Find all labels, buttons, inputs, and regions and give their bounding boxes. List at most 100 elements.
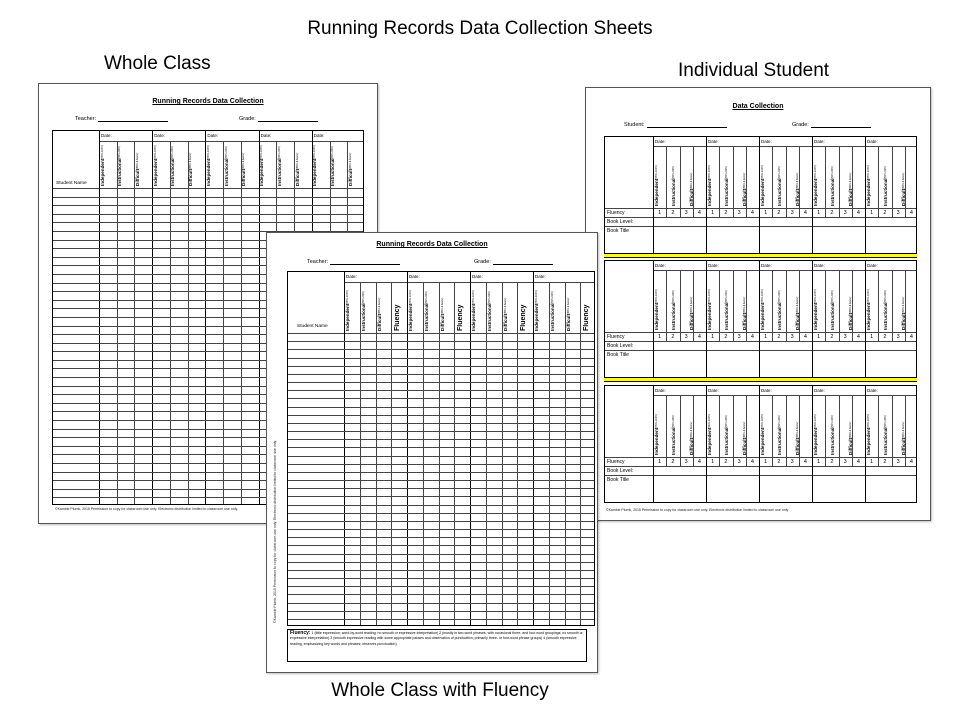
date-label: Date:: [655, 263, 666, 268]
column-line: [666, 146, 668, 217]
group-divider: [759, 137, 760, 253]
student-row-line: [288, 594, 594, 596]
column-range: (89% & below): [440, 297, 444, 314]
student-row-line: [288, 578, 594, 579]
column-range: (95%-100%): [813, 413, 817, 428]
column-name: Independent: [706, 302, 712, 330]
column-name: Instructional: [223, 158, 229, 186]
fluency-score: 3: [896, 333, 900, 340]
column-header-label: Instructional(90%-94%): [671, 397, 677, 455]
column-range: (90%-94%): [725, 414, 729, 428]
column-name: Difficult: [134, 168, 140, 186]
column-name: Instructional: [724, 178, 730, 206]
column-header-label: Independent(95%-100%): [471, 284, 477, 331]
column-line: [745, 395, 747, 466]
group-divider: [706, 386, 707, 502]
fluency-score: 3: [843, 209, 847, 216]
column-header-label: Difficult(89% & below): [188, 143, 194, 186]
sheet-title: Running Records Data Collection: [376, 241, 488, 248]
fluency-score: 3: [737, 333, 741, 340]
header-bottom-line: [605, 332, 916, 333]
column-range: (90%-94%): [672, 289, 676, 303]
column-range: (95%-100%): [654, 164, 658, 179]
book-title-label: Book Title: [607, 477, 629, 483]
student-row-line: [288, 618, 594, 620]
student-row-line: [53, 213, 363, 215]
fluency-score: 3: [737, 458, 741, 465]
column-line: [904, 395, 906, 466]
date-label: Date:: [655, 139, 666, 144]
student-row-line: [288, 512, 594, 514]
column-name: Independent: [759, 427, 765, 455]
student-row-line: [53, 299, 363, 301]
fluency-score: 2: [671, 333, 675, 340]
student-row-line: [53, 471, 363, 473]
book-level-label: Book Level:: [607, 468, 634, 474]
fluency-score: 4: [750, 209, 754, 216]
column-header-label: Instructional(90%-94%): [724, 148, 730, 206]
group-divider: [653, 261, 654, 377]
date-row-line: [653, 270, 916, 271]
student-row-line: [288, 569, 594, 571]
column-header-label: Independent(95%-100%): [760, 272, 766, 330]
column-line: [692, 146, 694, 217]
fluency-score: 2: [883, 209, 887, 216]
column-name: Independent: [653, 178, 659, 206]
column-line: [223, 141, 225, 504]
student-name-header: Student Name: [297, 324, 328, 329]
column-name: Independent: [408, 303, 413, 331]
group-divider: [865, 261, 866, 377]
column-line: [240, 141, 242, 504]
fluency-score: 1: [764, 209, 768, 216]
fluency-score: 2: [777, 333, 781, 340]
student-row-line: [288, 529, 594, 530]
column-header-label: Independent(95%-100%): [813, 397, 819, 455]
column-line: [878, 146, 880, 217]
column-name: Independent: [706, 178, 712, 206]
fluency-score: 1: [764, 333, 768, 340]
student-row-line: [288, 553, 594, 555]
student-row-line: [53, 463, 363, 465]
column-name: Independent: [865, 427, 871, 455]
column-name: Independent: [812, 178, 818, 206]
column-name: Instructional: [777, 302, 783, 330]
column-line: [679, 270, 681, 341]
date-label: Date:: [867, 263, 878, 268]
column-line: [580, 282, 582, 625]
column-header-label: Instructional(90%-94%): [883, 272, 889, 330]
student-row-line: [288, 373, 594, 375]
fluency-score: 2: [883, 458, 887, 465]
fluency-score: 2: [724, 209, 728, 216]
date-row-line: [653, 395, 916, 396]
column-line: [798, 270, 800, 341]
column-line: [878, 270, 880, 341]
column-name: Instructional: [724, 427, 730, 455]
student-row-line: [288, 463, 594, 465]
column-range: (89% & below): [377, 297, 381, 314]
column-header-label: Instructional(90%-94%): [223, 143, 230, 186]
column-name: Independent: [345, 303, 350, 331]
fluency-score: 1: [658, 209, 662, 216]
column-header-label: Instructional(90%-94%): [830, 272, 836, 330]
column-header-label: Independent(95%-100%): [653, 148, 660, 206]
student-row-line: [53, 351, 363, 353]
student-row-line: [53, 385, 363, 387]
student-row-line: [53, 480, 363, 482]
column-header-label: Independent(95%-100%): [534, 284, 540, 331]
column-range: (90%-94%): [778, 165, 782, 179]
student-row-line: [53, 402, 363, 404]
date-label: Date:: [409, 274, 420, 279]
fluency-score: 4: [803, 209, 807, 216]
book-level-label: Book Level:: [607, 343, 634, 349]
date-label: Date:: [761, 263, 772, 268]
column-range: (90%-94%): [884, 414, 888, 428]
whole-class-fluency-sheet: Running Records Data Collection Teacher:…: [266, 232, 598, 673]
student-row-line: [53, 308, 363, 310]
fluency-column-label: Fluency: [394, 304, 402, 331]
student-row-line: [288, 414, 594, 416]
column-header-label: Difficult(89% & below): [134, 143, 141, 186]
fluency-label: Fluency: [607, 459, 625, 465]
column-name: Instructional: [830, 427, 836, 455]
column-header-label: Instructional(90%-94%): [424, 284, 430, 331]
